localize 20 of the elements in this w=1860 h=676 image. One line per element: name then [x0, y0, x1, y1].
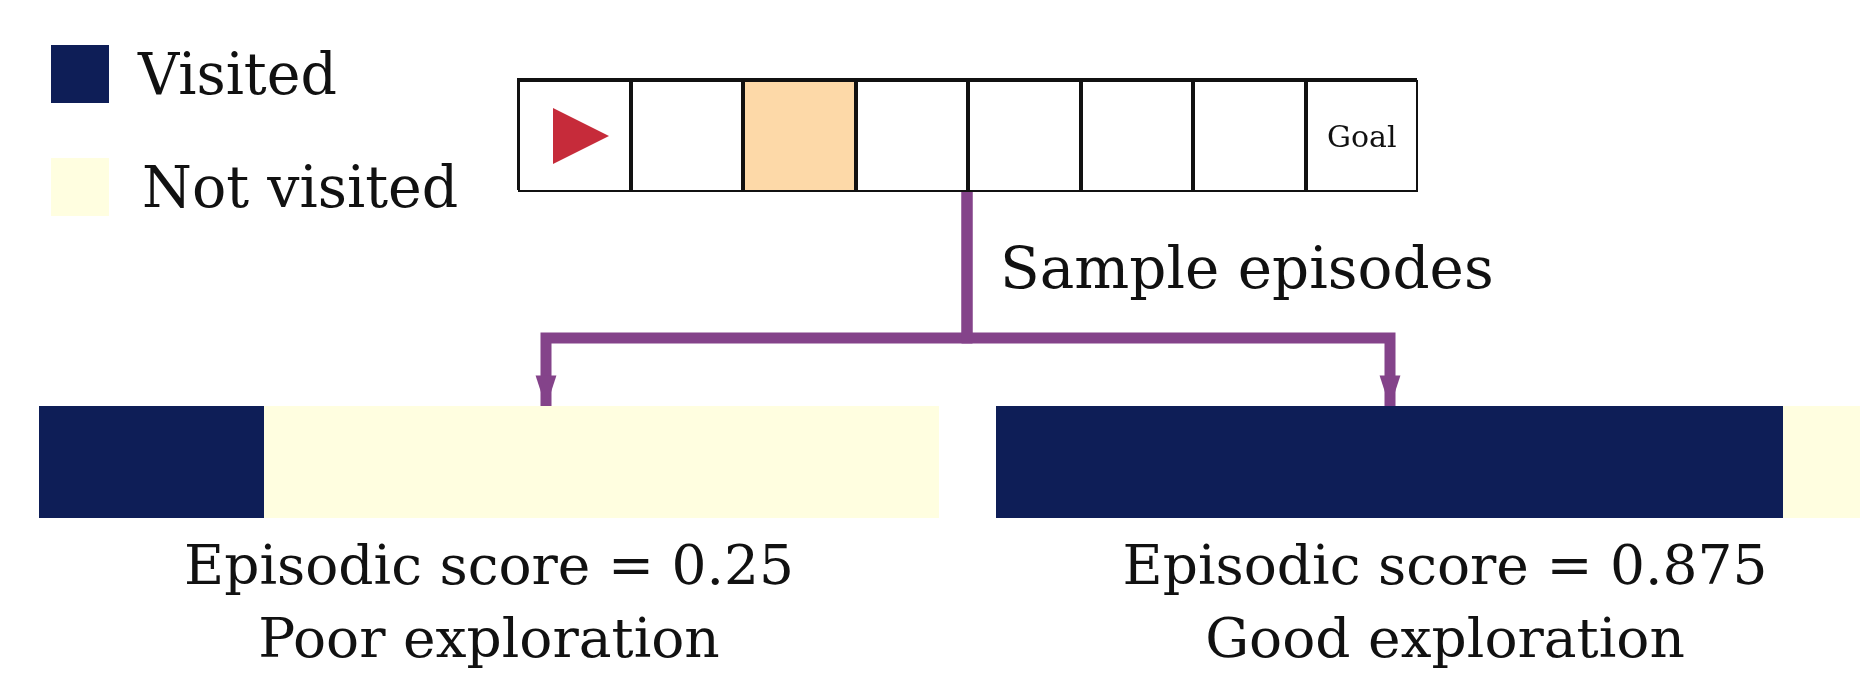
grid-cell [743, 80, 856, 192]
score-text: Episodic score = 0.875 [1121, 535, 1769, 596]
grid-cell [630, 80, 743, 192]
caption-text: Good exploration [1204, 608, 1686, 669]
arrow [961, 190, 1401, 408]
cell-label: Goal [1326, 120, 1398, 153]
grid-cell [518, 80, 631, 192]
grid-cell [968, 80, 1081, 192]
grid-cell [855, 80, 968, 192]
score-text: Episodic score = 0.25 [183, 535, 795, 596]
grid-cell [1305, 80, 1418, 192]
grid-cell [1080, 80, 1193, 192]
progress-bar [39, 406, 939, 518]
annotation-text: Sample episodes [1000, 237, 1494, 301]
caption-text: Poor exploration [257, 608, 721, 669]
progress-bar [996, 406, 1860, 518]
grid-track [517, 78, 1417, 190]
legend-label: Visited [138, 43, 337, 106]
legend-label: Not visited [142, 156, 459, 219]
grid-cell [1193, 80, 1306, 192]
